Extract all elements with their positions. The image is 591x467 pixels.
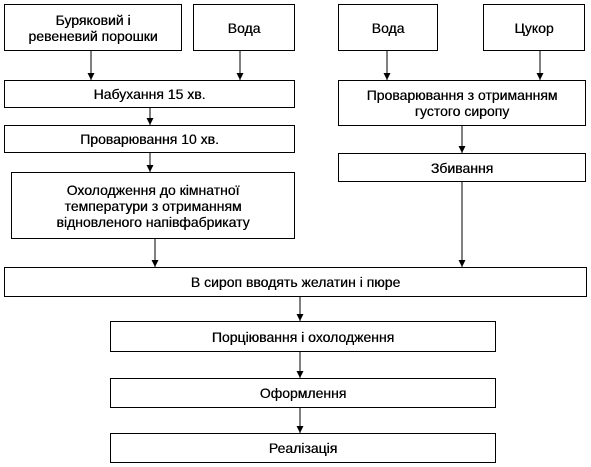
- box-water-left: Вода: [193, 4, 295, 51]
- label-gelatin: В сироп вводять желатин і пюре: [190, 274, 401, 290]
- box-water-right: Вода: [338, 4, 438, 51]
- label-powders: Буряковий і ревеневий порошки: [28, 11, 158, 44]
- box-decorating: Оформлення: [110, 378, 496, 408]
- label-sugar: Цукор: [514, 19, 554, 36]
- label-portioning: Порціювання і охолодження: [211, 328, 395, 345]
- box-portioning: Порціювання і охолодження: [110, 321, 496, 352]
- box-swelling: Набухання 15 хв.: [4, 80, 295, 108]
- label-swelling: Набухання 15 хв.: [93, 86, 206, 102]
- box-boiling: Проварювання 10 хв.: [4, 125, 295, 153]
- label-boiling: Проварювання 10 хв.: [80, 131, 219, 147]
- box-sugar: Цукор: [483, 4, 585, 51]
- label-water-left: Вода: [227, 19, 261, 36]
- box-syrup: Проварювання з отриманням густого сиропу: [338, 80, 586, 126]
- box-gelatin: В сироп вводять желатин і пюре: [4, 267, 587, 297]
- box-cooling: Охолодження до кімнатної температури з о…: [11, 172, 295, 239]
- label-syrup: Проварювання з отриманням густого сиропу: [366, 87, 558, 119]
- box-whipping: Збивання: [338, 153, 586, 182]
- label-sale: Реалізація: [268, 440, 338, 456]
- box-powders: Буряковий і ревеневий порошки: [4, 4, 182, 51]
- label-whipping: Збивання: [430, 159, 494, 176]
- label-water-right: Вода: [371, 19, 405, 36]
- box-sale: Реалізація: [110, 433, 496, 463]
- label-decorating: Оформлення: [259, 385, 347, 401]
- label-cooling: Охолодження до кімнатної температури з о…: [56, 181, 250, 230]
